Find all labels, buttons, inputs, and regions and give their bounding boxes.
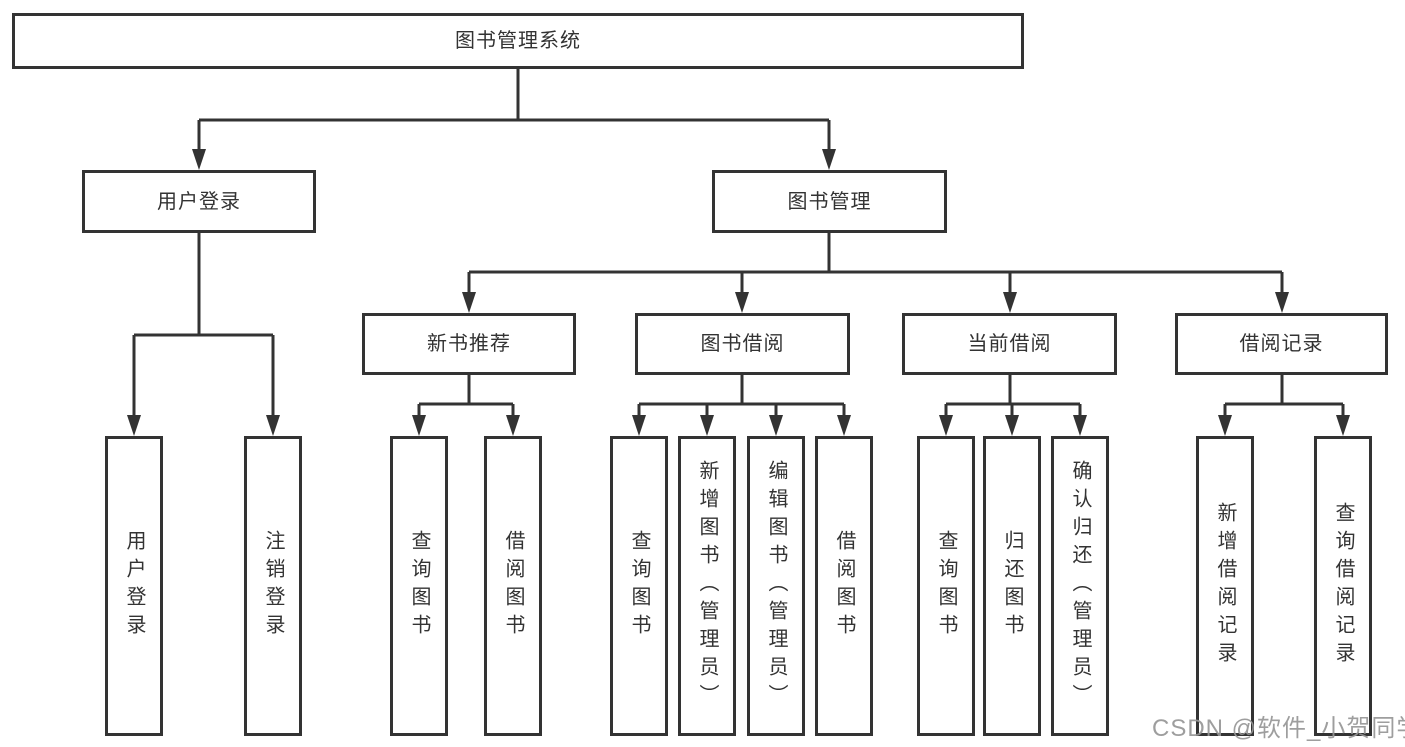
node-borrow-records: 借阅记录	[1175, 313, 1388, 375]
node-book-borrow: 图书借阅	[635, 313, 850, 375]
leaf-search-books-current: 查询图书	[917, 436, 975, 736]
connector-segments	[132, 69, 1345, 418]
node-book-management: 图书管理	[712, 170, 947, 233]
leaf-borrow-books: 借阅图书	[815, 436, 873, 736]
leaf-search-books-recommend: 查询图书	[390, 436, 448, 736]
leaf-borrow-books-recommend: 借阅图书	[484, 436, 542, 736]
node-root: 图书管理系统	[12, 13, 1024, 69]
node-new-book-recommend: 新书推荐	[362, 313, 576, 375]
leaf-return-books: 归还图书	[983, 436, 1041, 736]
watermark: CSDN @软件_小贺同学	[1152, 715, 1405, 742]
arrowheads	[127, 149, 1350, 436]
leaf-search-books-borrow: 查询图书	[610, 436, 668, 736]
leaf-user-login: 用户登录	[105, 436, 163, 736]
leaf-add-books-admin: 新增图书（管理员）	[678, 436, 736, 736]
leaf-edit-books-admin: 编辑图书（管理员）	[747, 436, 805, 736]
leaf-confirm-return-admin: 确认归还（管理员）	[1051, 436, 1109, 736]
leaf-add-borrow-record: 新增借阅记录	[1196, 436, 1254, 736]
node-current-borrow: 当前借阅	[902, 313, 1117, 375]
node-user-login: 用户登录	[82, 170, 316, 233]
leaf-logout: 注销登录	[244, 436, 302, 736]
leaf-search-borrow-record: 查询借阅记录	[1314, 436, 1372, 736]
